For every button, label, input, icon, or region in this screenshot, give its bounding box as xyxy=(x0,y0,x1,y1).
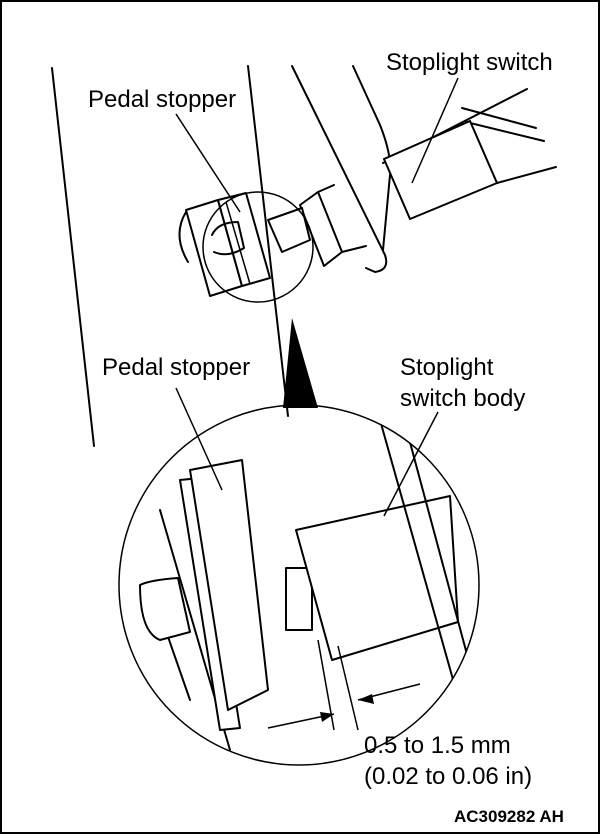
pedal-stopper-cap xyxy=(211,221,245,256)
leader-stoplight-switch xyxy=(411,77,459,184)
arrowhead-right xyxy=(358,694,374,704)
switch-shaft-line xyxy=(496,166,557,184)
pedal-arm-line-right xyxy=(247,65,289,417)
label-switch-body-line2: switch body xyxy=(400,385,525,412)
switch-shaft-line xyxy=(465,121,545,142)
switch-thread-line xyxy=(317,184,335,193)
label-clearance-mm: 0.5 to 1.5 mm xyxy=(364,732,511,759)
label-switch-body-line1: Stoplight xyxy=(400,354,494,381)
switch-plunger xyxy=(267,207,311,253)
label-pedal-stopper-top: Pedal stopper xyxy=(88,86,236,113)
label-pedal-stopper-detail: Pedal stopper xyxy=(102,354,250,381)
detail-plunger xyxy=(285,567,313,631)
pedal-arm-line-left xyxy=(51,67,95,447)
detail-pedal-stopper xyxy=(189,459,269,711)
label-stoplight-switch: Stoplight switch xyxy=(386,49,553,76)
figure-code: AC309282 AH xyxy=(454,807,564,826)
pedal-overview xyxy=(51,65,557,447)
leader-pedal-stopper-detail xyxy=(175,387,223,491)
detail-circle xyxy=(118,404,480,766)
zoom-pointer xyxy=(283,318,318,408)
pedal-stopper-edge xyxy=(225,201,251,285)
magnifier-circle xyxy=(202,191,314,303)
pedal-stopper-flange xyxy=(178,211,189,263)
stoplight-switch-housing xyxy=(383,120,498,220)
label-clearance-in: (0.02 to 0.06 in) xyxy=(364,763,532,790)
detail-view xyxy=(139,419,479,751)
detail-stopper-cap xyxy=(139,577,191,641)
switch-shaft-line xyxy=(461,107,537,129)
clearance-dimension xyxy=(267,683,421,729)
detail-switch-body xyxy=(295,495,459,661)
dimension-extension-line xyxy=(337,645,359,731)
switch-thread-line xyxy=(341,245,367,253)
leader-switch-body xyxy=(383,411,439,517)
arrowhead-left xyxy=(320,712,334,722)
bracket-outline xyxy=(291,65,388,273)
leader-pedal-stopper-top xyxy=(175,113,241,213)
pedal-stopper-body xyxy=(217,192,271,287)
